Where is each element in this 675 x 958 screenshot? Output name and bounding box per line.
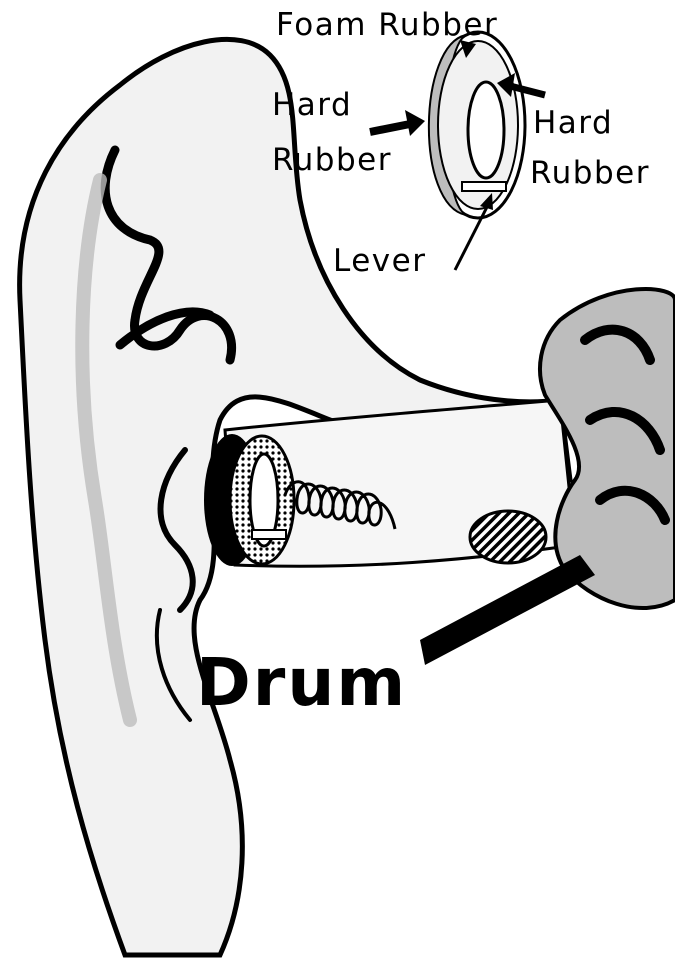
label-drum: Drum xyxy=(196,650,407,716)
label-lever: Lever xyxy=(333,246,426,277)
label-hard-rubber-left-2: Rubber xyxy=(272,145,392,176)
eardrum xyxy=(470,511,546,563)
inset-ring-inner xyxy=(468,82,504,178)
label-hard-rubber-right-2: Rubber xyxy=(530,158,650,189)
label-foam-rubber: Foam Rubber xyxy=(276,10,498,41)
label-hard-rubber-right-1: Hard xyxy=(533,108,613,139)
canal-lever xyxy=(252,530,286,539)
arrow-hard-rubber-left xyxy=(370,110,425,136)
label-hard-rubber-left-1: Hard xyxy=(272,90,352,121)
drum-pointer xyxy=(420,555,595,665)
inset-lever xyxy=(462,182,506,191)
